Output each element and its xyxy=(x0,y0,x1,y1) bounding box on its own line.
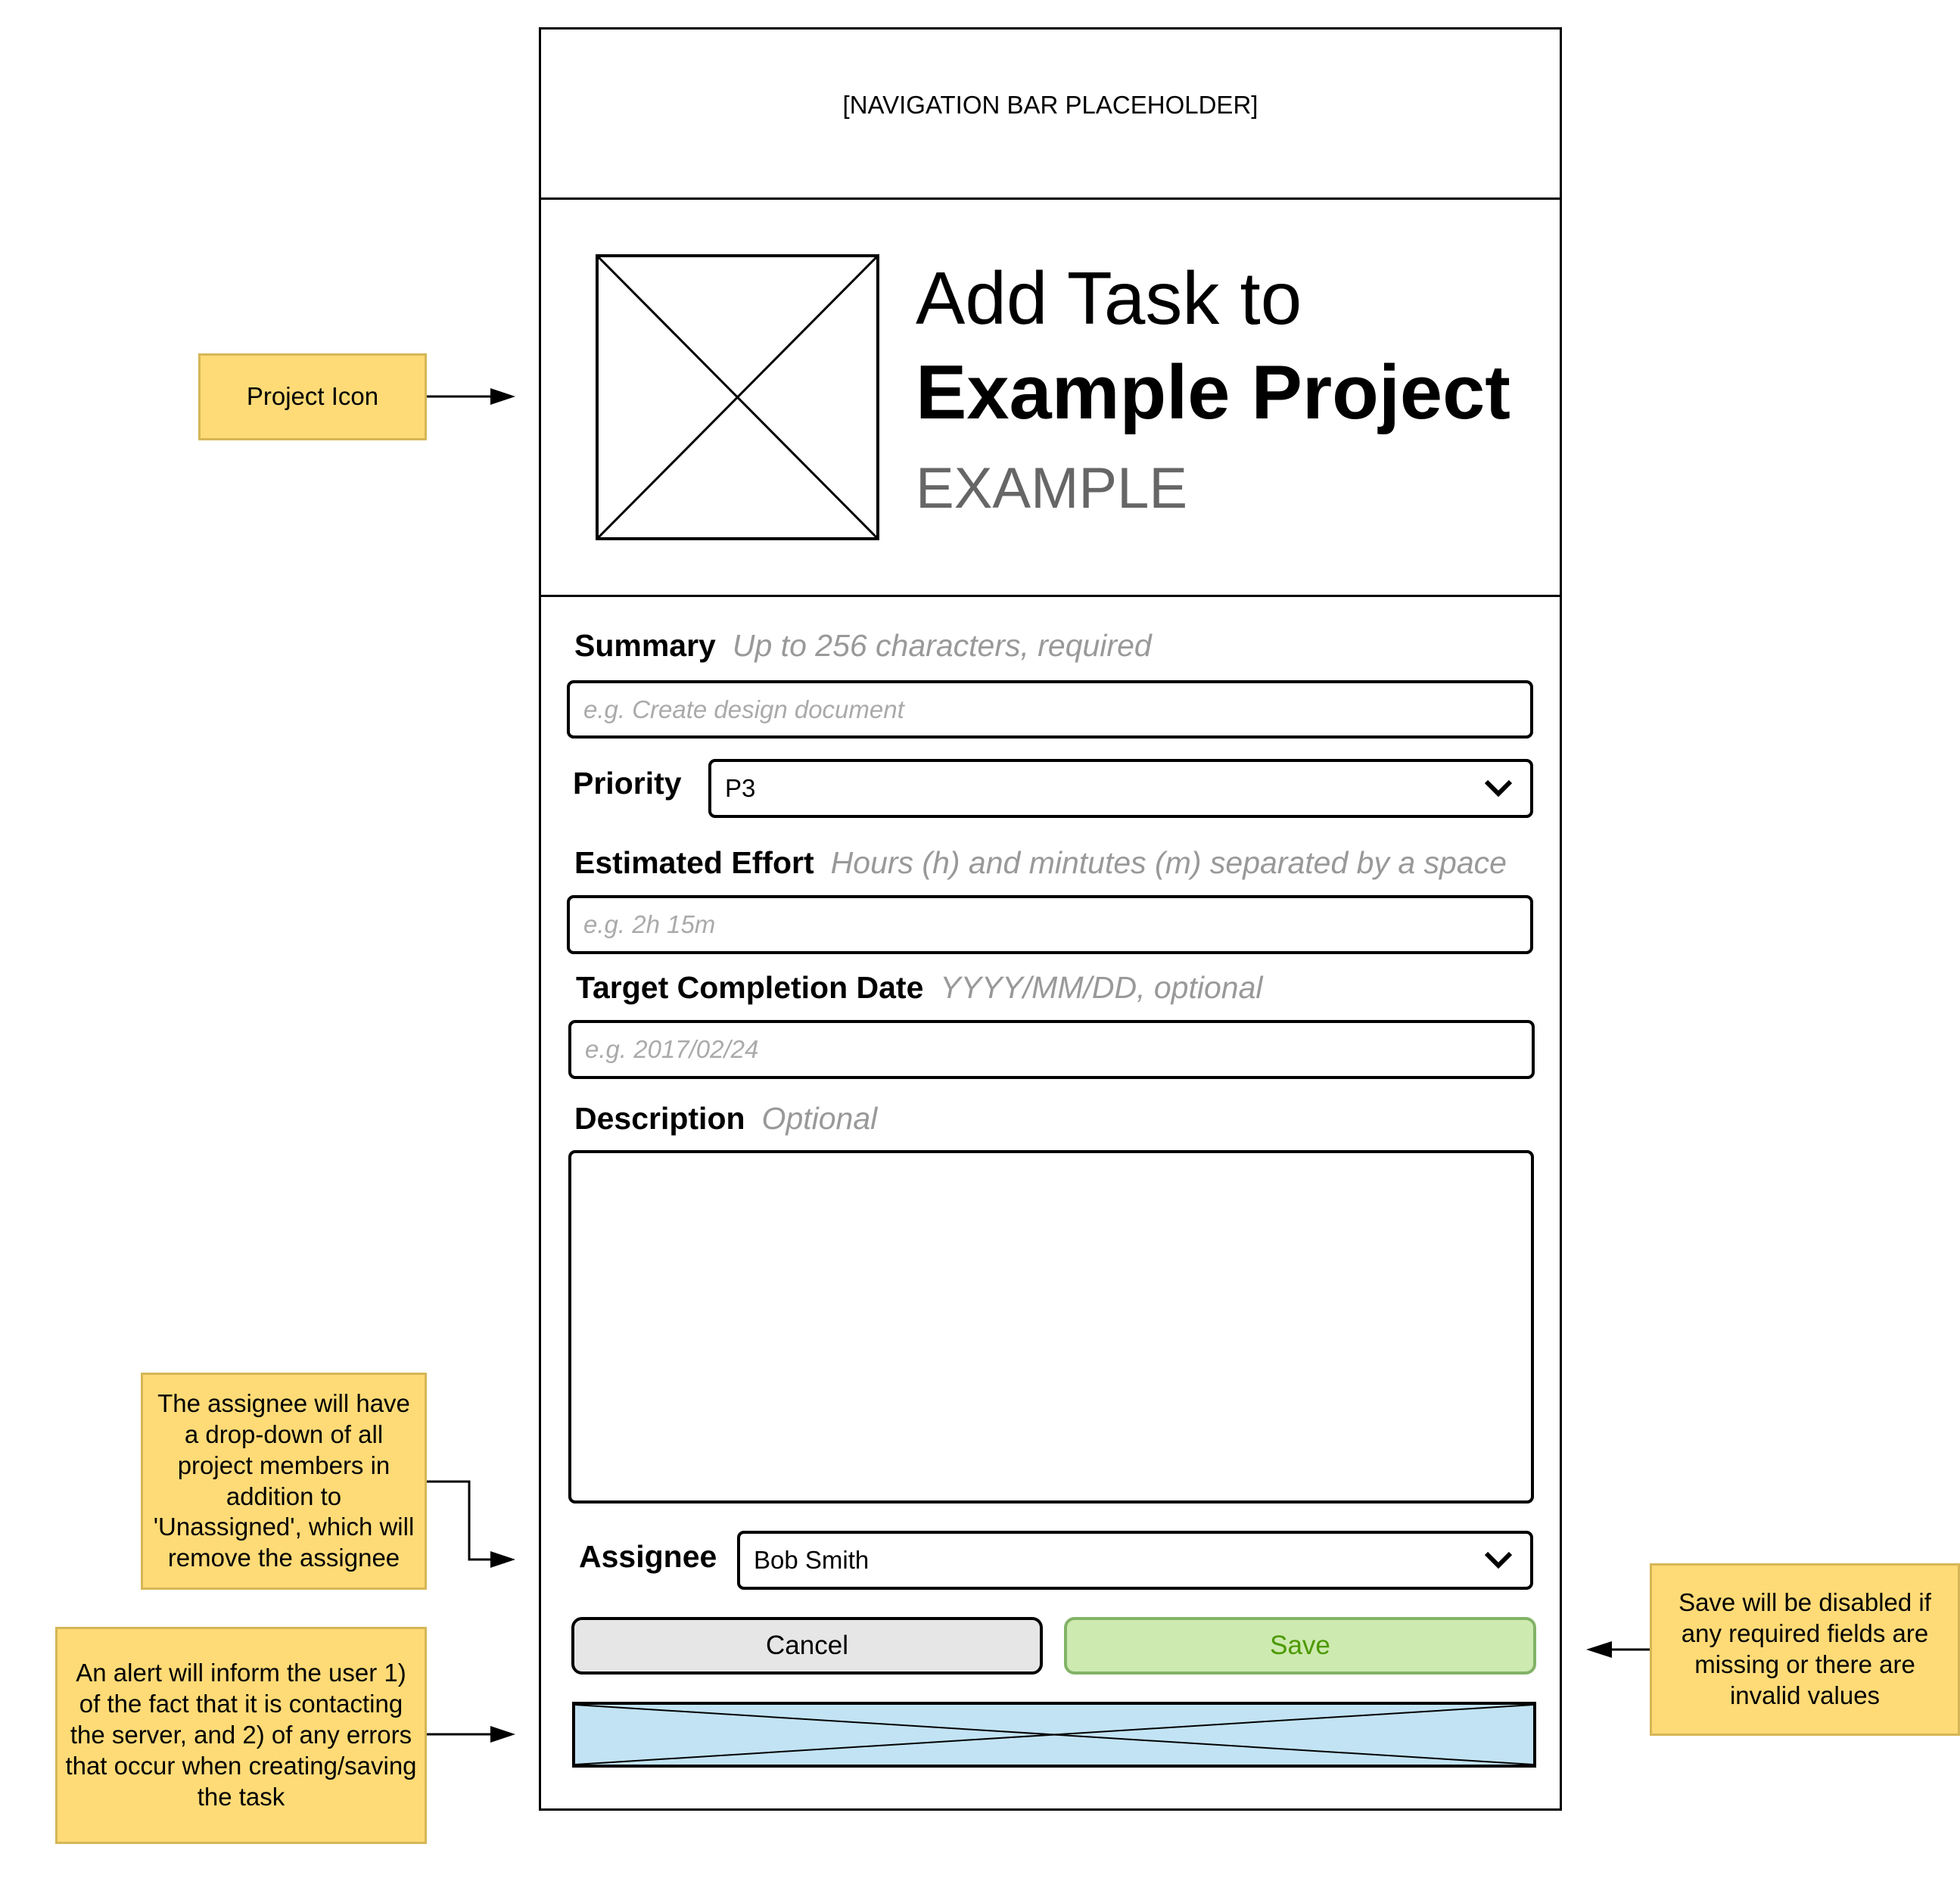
arrowhead-icon xyxy=(490,1551,515,1568)
arrowhead-icon xyxy=(490,388,515,405)
image-placeholder-icon xyxy=(599,257,876,537)
save-button-label: Save xyxy=(1270,1631,1330,1660)
summary-label: Summary xyxy=(574,628,716,663)
note-save-text: Save will be disabled if any required fi… xyxy=(1678,1588,1931,1709)
project-name: Example Project xyxy=(916,350,1510,435)
project-icon-placeholder xyxy=(596,254,879,540)
priority-select[interactable]: P3 xyxy=(708,759,1533,818)
assignee-label: Assignee xyxy=(579,1539,717,1574)
effort-label: Estimated Effort xyxy=(574,845,814,880)
priority-label: Priority xyxy=(573,766,682,801)
alert-placeholder xyxy=(572,1702,1536,1768)
connector-assignee xyxy=(427,1480,492,1561)
description-label: Description xyxy=(574,1101,745,1136)
note-project-icon-text: Project Icon xyxy=(246,382,379,411)
chevron-down-icon xyxy=(1484,1551,1513,1569)
target-date-label-row: Target Completion Date YYYY/MM/DD, option… xyxy=(576,970,1263,1006)
cancel-button[interactable]: Cancel xyxy=(571,1617,1043,1675)
note-assignee-text: The assignee will have a drop-down of al… xyxy=(153,1388,415,1572)
project-key: EXAMPLE xyxy=(916,456,1188,521)
page-header xyxy=(539,197,1562,597)
summary-placeholder: e.g. Create design document xyxy=(583,695,904,723)
note-save: Save will be disabled if any required fi… xyxy=(1650,1563,1960,1736)
note-project-icon: Project Icon xyxy=(198,353,427,440)
effort-placeholder: e.g. 2h 15m xyxy=(583,910,716,938)
arrowhead-icon xyxy=(490,1726,515,1743)
priority-value: P3 xyxy=(725,774,756,802)
effort-label-row: Estimated Effort Hours (h) and mintutes (… xyxy=(574,845,1507,881)
effort-hint: Hours (h) and mintutes (m) separated by … xyxy=(830,845,1507,880)
target-date-hint: YYYY/MM/DD, optional xyxy=(940,970,1263,1005)
note-alert-text: An alert will inform the user 1) of the … xyxy=(65,1659,417,1811)
target-date-label: Target Completion Date xyxy=(576,970,924,1005)
summary-label-row: Summary Up to 256 characters, required xyxy=(574,628,1152,664)
summary-input[interactable]: e.g. Create design document xyxy=(567,680,1533,739)
assignee-value: Bob Smith xyxy=(754,1546,870,1574)
description-hint: Optional xyxy=(761,1101,878,1136)
cancel-button-label: Cancel xyxy=(766,1631,848,1660)
navigation-bar-placeholder: [NAVIGATION BAR PLACEHOLDER] xyxy=(842,91,1258,119)
save-button[interactable]: Save xyxy=(1064,1617,1536,1675)
arrowhead-icon xyxy=(1586,1641,1612,1658)
description-textarea[interactable] xyxy=(568,1150,1534,1504)
note-assignee: The assignee will have a drop-down of al… xyxy=(141,1373,427,1590)
summary-hint: Up to 256 characters, required xyxy=(732,628,1152,663)
navigation-bar xyxy=(539,27,1562,200)
target-date-input[interactable]: e.g. 2017/02/24 xyxy=(568,1020,1535,1079)
description-label-row: Description Optional xyxy=(574,1101,877,1137)
effort-input[interactable]: e.g. 2h 15m xyxy=(567,895,1533,954)
assignee-select[interactable]: Bob Smith xyxy=(737,1531,1533,1590)
note-alert: An alert will inform the user 1) of the … xyxy=(55,1627,427,1844)
target-date-placeholder: e.g. 2017/02/24 xyxy=(585,1035,759,1063)
alert-placeholder-icon xyxy=(575,1705,1533,1765)
chevron-down-icon xyxy=(1484,779,1513,798)
page-title-prefix: Add Task to xyxy=(916,257,1302,340)
